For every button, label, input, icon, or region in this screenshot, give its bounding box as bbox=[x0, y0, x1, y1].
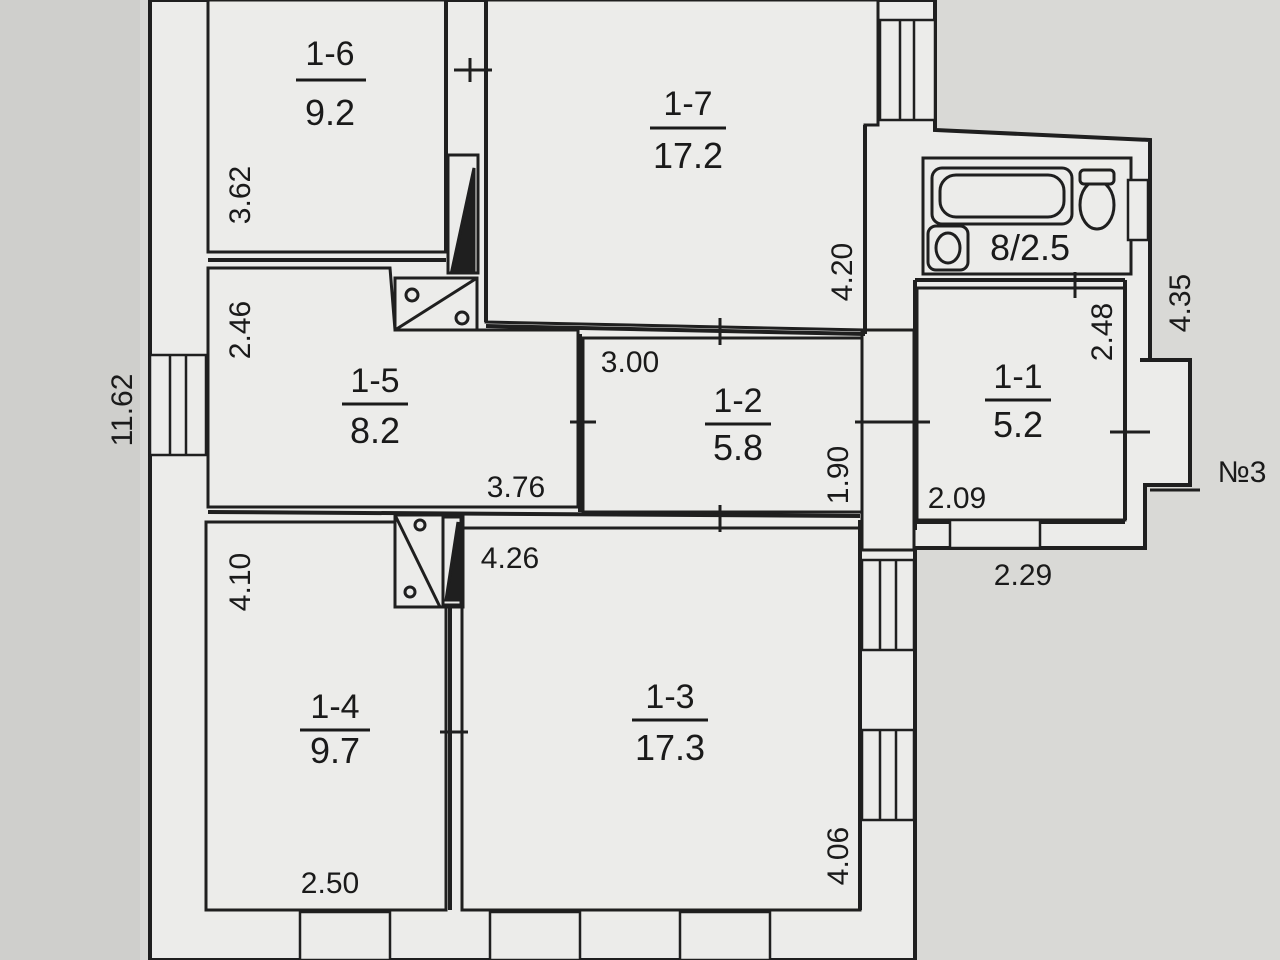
dimension-2-50: 2.50 bbox=[301, 867, 359, 900]
room-1-7-id: 1-7 bbox=[663, 85, 712, 123]
dimension-1-90: 1.90 bbox=[822, 446, 855, 504]
window-bottom-3 bbox=[678, 910, 772, 960]
room-1-1-id: 1-1 bbox=[993, 358, 1042, 396]
window-right-2 bbox=[860, 728, 916, 822]
room-1-5-area: 8.2 bbox=[350, 410, 400, 451]
room-1-4-id: 1-4 bbox=[310, 688, 359, 726]
window-room-1-1 bbox=[948, 518, 1042, 550]
room-1-1-area: 5.2 bbox=[993, 404, 1043, 445]
room-1-7-area: 17.2 bbox=[653, 135, 723, 176]
window-right-1 bbox=[860, 558, 916, 652]
dimension-labels: 3.62 4.20 2.46 11.62 3.00 3.76 1.90 2.48… bbox=[106, 166, 1197, 900]
dimension-3-00: 3.00 bbox=[601, 346, 659, 379]
paper-shadow bbox=[0, 0, 140, 960]
window-top-right bbox=[878, 18, 937, 122]
dimension-4-26: 4.26 bbox=[481, 542, 539, 575]
dimension-2-29: 2.29 bbox=[994, 559, 1052, 592]
dimension-4-06: 4.06 bbox=[822, 827, 855, 885]
dimension-3-62: 3.62 bbox=[224, 166, 257, 224]
room-1-3-area: 17.3 bbox=[635, 727, 705, 768]
room-1-6-area: 9.2 bbox=[305, 92, 355, 133]
dimension-2-46: 2.46 bbox=[224, 301, 257, 359]
room-1-3-id: 1-3 bbox=[645, 678, 694, 716]
entrance-outline bbox=[1145, 358, 1192, 485]
dimension-2-09: 2.09 bbox=[928, 482, 986, 515]
bathroom-fixtures bbox=[926, 166, 1116, 272]
window-bottom-2 bbox=[488, 910, 582, 960]
room-1-5-floor bbox=[206, 266, 580, 509]
dimension-2-48: 2.48 bbox=[1086, 303, 1119, 361]
window-left bbox=[148, 353, 208, 457]
toilet-icon bbox=[1078, 179, 1116, 231]
dimension-4-20: 4.20 bbox=[826, 243, 859, 301]
door-marks bbox=[440, 58, 1200, 734]
apartment-number: №3 bbox=[1218, 456, 1267, 489]
room-1-4-area: 9.7 bbox=[310, 730, 360, 771]
room-labels: 1-6 9.2 1-7 17.2 1-5 8.2 1-2 5.8 1-1 5.2… bbox=[296, 35, 1266, 771]
room-1-6-id: 1-6 bbox=[305, 35, 354, 73]
room-1-1-floor bbox=[915, 286, 1127, 522]
room-1-2-id: 1-2 bbox=[713, 382, 762, 420]
window-bathroom bbox=[1126, 178, 1150, 242]
dimension-11-62: 11.62 bbox=[106, 374, 139, 447]
room-1-5-id: 1-5 bbox=[350, 362, 399, 400]
corridor-floor bbox=[860, 328, 916, 552]
dimension-4-35: 4.35 bbox=[1164, 274, 1197, 332]
dimension-3-76: 3.76 bbox=[487, 471, 545, 504]
bathroom-label: 8/2.5 bbox=[990, 227, 1070, 268]
window-bottom-1 bbox=[298, 910, 392, 960]
vent-shafts bbox=[393, 153, 480, 609]
dimension-4-10: 4.10 bbox=[224, 553, 257, 611]
room-1-2-area: 5.8 bbox=[713, 427, 763, 468]
room-1-6-floor bbox=[206, 0, 448, 254]
windows bbox=[148, 18, 1150, 960]
